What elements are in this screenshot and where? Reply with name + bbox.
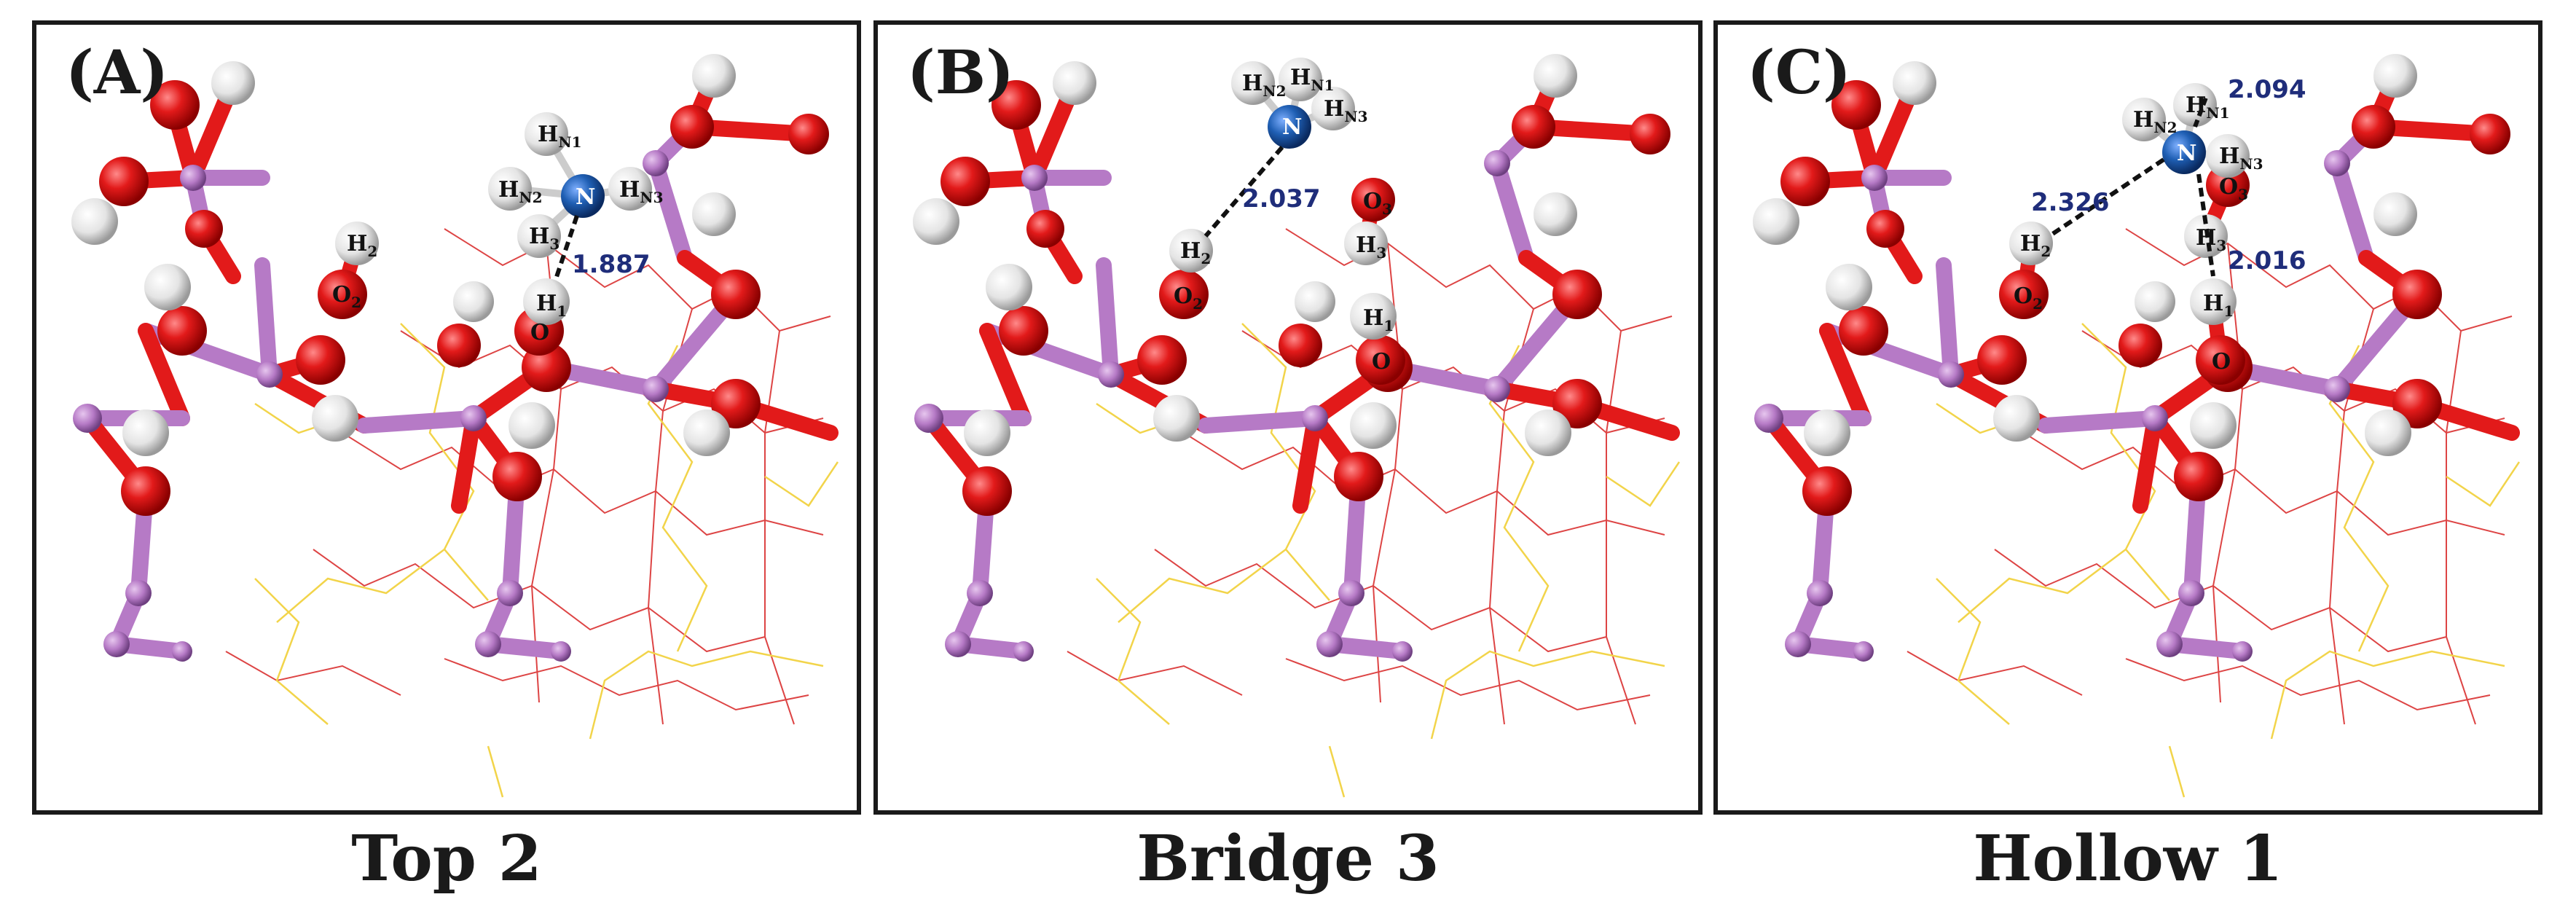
structure-b: HN2 HN1 HN3 N H2 O2 O3 H3 H1 O 2.037: [878, 25, 1698, 810]
panel-tag-b: (B): [907, 38, 1014, 108]
atom-o1: [1356, 335, 1405, 385]
label-hn2: HN2: [498, 177, 543, 206]
label-o2: O2: [332, 282, 361, 311]
atom-nitrogen: [1268, 105, 1311, 149]
caption-b: Bridge 3: [1136, 822, 1440, 896]
label-o3: O3: [1363, 189, 1392, 218]
label-hn3: HN3: [2219, 144, 2263, 173]
distance-label-3: 2.016: [2228, 246, 2306, 275]
panel-tag-a: (A): [66, 38, 169, 108]
hbond-line: [1203, 146, 1284, 238]
label-o2: O2: [1174, 283, 1203, 313]
atom-h1: [2190, 278, 2237, 325]
hbond-line-o3: [2193, 96, 2208, 128]
label-h2: H2: [2020, 231, 2051, 260]
panel-c: (C) HN2 HN1 HN3 N H2 O2: [1713, 20, 2542, 815]
label-hn1: HN1: [538, 122, 582, 151]
atom-nitrogen: [561, 174, 605, 218]
label-h3: H3: [529, 224, 559, 253]
label-hn3: HN3: [1324, 96, 1368, 125]
structure-c: HN2 HN1 HN3 N H2 O2 O3 H3 H1 O 2.094 2.3…: [1718, 25, 2538, 810]
atom-o2: [318, 270, 367, 319]
label-o1: O: [530, 320, 549, 345]
label-h1: H1: [536, 291, 567, 320]
distance-label-1: 2.094: [2228, 75, 2306, 104]
panel-a: (A) HN1 HN2 HN3 N H3 H2 O2 H1: [32, 20, 861, 815]
label-hn2: HN2: [2133, 107, 2178, 136]
atom-o1: [2196, 335, 2245, 385]
label-h2: H2: [1180, 238, 1211, 267]
panel-tag-c: (C): [1747, 38, 1851, 108]
label-o3: O3: [2219, 174, 2248, 203]
panel-b: (B) HN2 HN1 HN3 N H2 O2 O3: [873, 20, 1703, 815]
caption-c: Hollow 1: [1973, 822, 2283, 896]
atom-h1: [1350, 293, 1397, 340]
distance-label-1: 2.037: [1242, 184, 1321, 213]
atom-o2: [1159, 270, 1209, 319]
atom-o3: [1351, 178, 1395, 222]
ammonia-molecule: [1231, 58, 1355, 149]
label-n: N: [1282, 114, 1302, 140]
label-h3: H3: [1356, 232, 1386, 262]
label-hn2: HN2: [1242, 71, 1287, 100]
label-o2: O2: [2014, 283, 2043, 313]
label-n: N: [2177, 141, 2196, 166]
label-o1: O: [1372, 349, 1391, 375]
distance-label-2: 2.326: [2031, 188, 2110, 217]
atom-h2: [335, 222, 379, 265]
label-h2: H2: [347, 231, 377, 260]
label-o1: O: [2212, 349, 2231, 375]
ammonia-molecule: [2122, 83, 2250, 178]
atom-h1: [523, 278, 570, 325]
label-h1: H1: [1363, 305, 1394, 334]
atom-nitrogen: [2162, 130, 2206, 174]
hbond-line-h1: [2196, 173, 2215, 277]
distance-label-1: 1.887: [572, 250, 651, 279]
ammonia-molecule: [488, 112, 652, 258]
hbond-line-h2: [2048, 157, 2165, 238]
label-hn1: HN1: [2186, 93, 2230, 122]
atom-h3: [1344, 222, 1388, 265]
label-h3: H3: [2196, 225, 2226, 254]
atom-h2: [2009, 222, 2053, 265]
label-hn1: HN1: [1290, 65, 1335, 94]
hbond-line: [553, 215, 579, 282]
label-h1: H1: [2203, 291, 2234, 320]
atom-o2: [1999, 270, 2049, 319]
label-n: N: [576, 184, 595, 210]
label-hn3: HN3: [619, 177, 664, 206]
atom-h2: [1169, 229, 1213, 273]
structure-a: HN1 HN2 HN3 N H3 H2 O2 H1 O 1.887: [36, 25, 857, 810]
caption-a: Top 2: [351, 822, 542, 896]
